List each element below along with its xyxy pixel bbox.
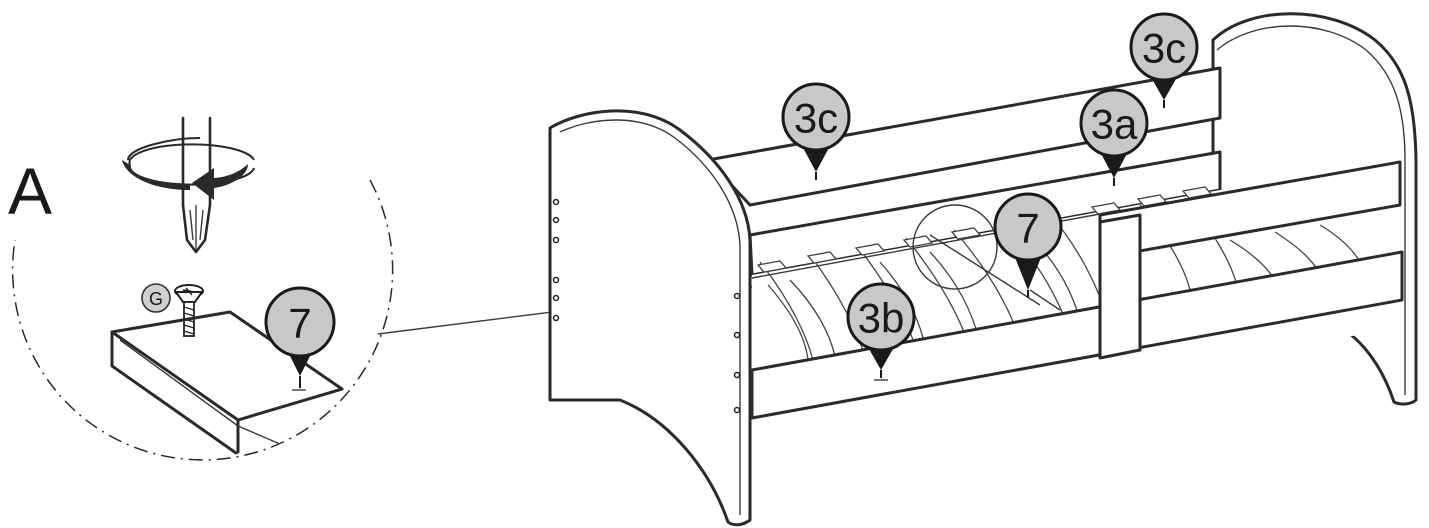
front-rail: [750, 250, 1404, 420]
screw-icon: [174, 284, 204, 337]
foot-end-panel: [548, 109, 752, 527]
callout-3c-right-label: 3c: [1142, 25, 1186, 72]
bed-detail-circle: [912, 204, 998, 290]
hardware-badge: [141, 283, 171, 313]
panel-holes: [552, 198, 741, 414]
callout-3c-right: 3c: [1129, 12, 1199, 108]
detail-letter: A: [8, 154, 52, 228]
bed-illustration: [548, 12, 1418, 527]
callout-3b-label: 3b: [858, 295, 905, 342]
callout-7-bed: 7: [993, 192, 1063, 298]
hardware-label: G: [149, 289, 163, 309]
callout-3a-label: 3a: [1091, 101, 1138, 148]
guard-post: [1098, 213, 1142, 360]
detail-callout-7: 7: [264, 286, 336, 391]
callout-7-bed-label: 7: [1016, 205, 1039, 252]
detail-callout-label: 7: [288, 300, 311, 347]
rotation-arrow-icon: [122, 137, 255, 200]
callout-3c-left: 3c: [781, 82, 851, 180]
detail-circle: [11, 179, 394, 461]
detail-a: A G: [8, 116, 941, 461]
callout-3b: 3b: [846, 282, 916, 381]
callout-3a: 3a: [1079, 88, 1149, 186]
callout-3c-left-label: 3c: [794, 95, 838, 142]
